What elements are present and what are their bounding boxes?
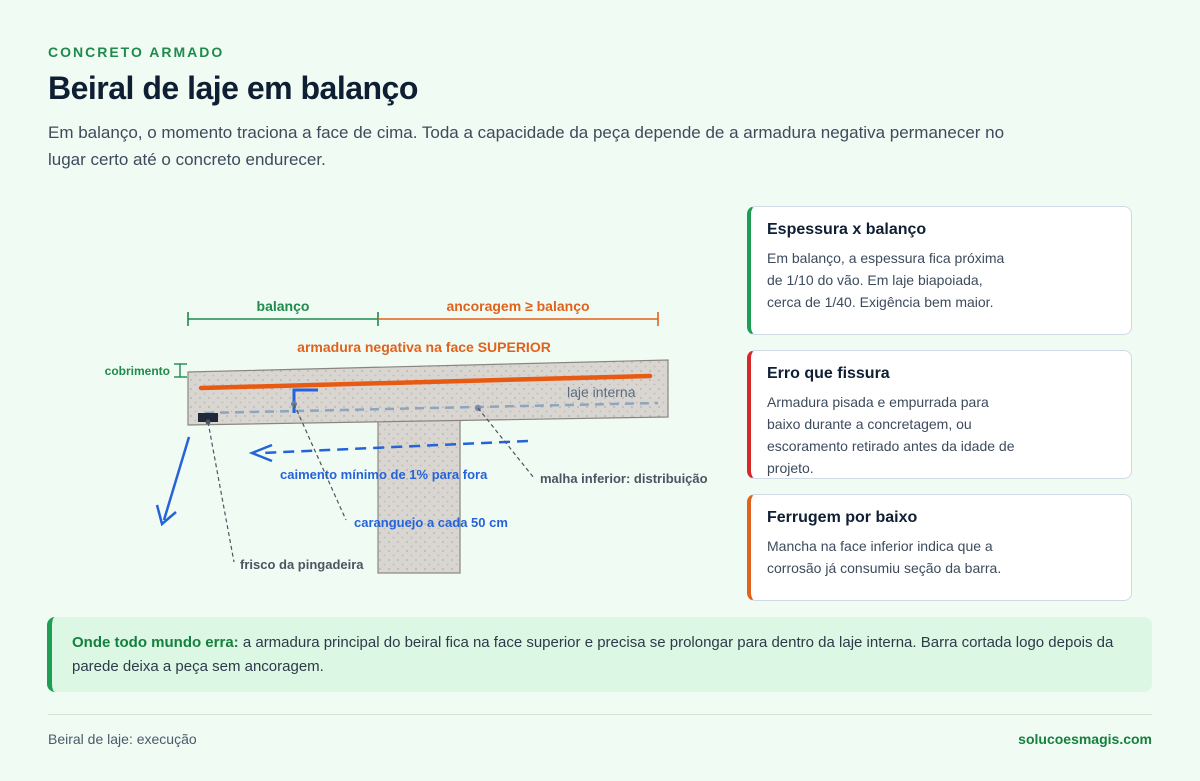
slope-arrowhead — [248, 443, 273, 463]
callout-lead: Onde todo mundo erra: — [72, 634, 239, 651]
label-armadura: armadura negativa na face SUPERIOR — [297, 339, 551, 355]
eyebrow: CONCRETO ARMADO — [48, 44, 225, 60]
card-title: Espessura x balanço — [767, 221, 927, 238]
cobrimento-marker — [174, 363, 187, 378]
label-malha: malha inferior: distribuição — [540, 471, 708, 486]
label-ancoragem: ancoragem ≥ balanço — [446, 298, 589, 314]
card-title: Ferrugem por baixo — [767, 509, 918, 526]
runoff-arrowhead — [155, 504, 177, 527]
slope-arrow — [261, 439, 529, 455]
card-text: Armadura pisada e empurrada para baixo d… — [767, 394, 1015, 476]
card-espessura: Espessura x balanço Em balanço, a espess… — [747, 206, 1132, 335]
runoff-arrow — [162, 436, 191, 521]
page-title: Beiral de laje em balanço — [48, 70, 418, 106]
card-title: Erro que fissura — [767, 365, 890, 382]
drip-groove — [198, 413, 218, 422]
footer-divider — [48, 714, 1152, 715]
leader-frisco — [207, 421, 235, 563]
label-laje-interna: laje interna — [567, 384, 636, 400]
footer-caption: Beiral de laje: execução — [48, 731, 197, 747]
footer-site-link[interactable]: solucoesmagis.com — [1018, 731, 1152, 747]
card-text: Em balanço, a espessura fica próxima de … — [767, 250, 1005, 310]
dimension-ancoragem — [378, 312, 659, 326]
label-caimento: caimento mínimo de 1% para fora — [280, 467, 488, 482]
callout-text: a armadura principal do beiral fica na f… — [72, 634, 1114, 675]
leader-caranguejo — [293, 403, 347, 521]
slab — [187, 359, 669, 426]
bottom-mesh-line — [204, 401, 659, 415]
label-cobrimento: cobrimento — [105, 364, 170, 378]
cantilever-diagram: balanço ancoragem ≥ balanço armadura neg… — [105, 298, 708, 574]
top-reinforcement-bar — [198, 373, 653, 391]
wall-column — [377, 419, 461, 574]
label-balanco: balanço — [257, 298, 310, 314]
card-ferrugem: Ferrugem por baixo Mancha na face inferi… — [747, 494, 1132, 601]
dimension-balanco — [187, 312, 379, 326]
callout-box: Onde todo mundo erra: a armadura princip… — [47, 617, 1152, 692]
lead-text: Em balanço, o momento traciona a face de… — [48, 123, 1005, 169]
label-frisco: frisco da pingadeira — [240, 557, 364, 572]
label-caranguejo: caranguejo a cada 50 cm — [354, 515, 508, 530]
card-text: Mancha na face inferior indica que a cor… — [767, 538, 1002, 576]
card-erro: Erro que fissura Armadura pisada e empur… — [747, 350, 1132, 479]
leader-malha — [477, 407, 535, 479]
